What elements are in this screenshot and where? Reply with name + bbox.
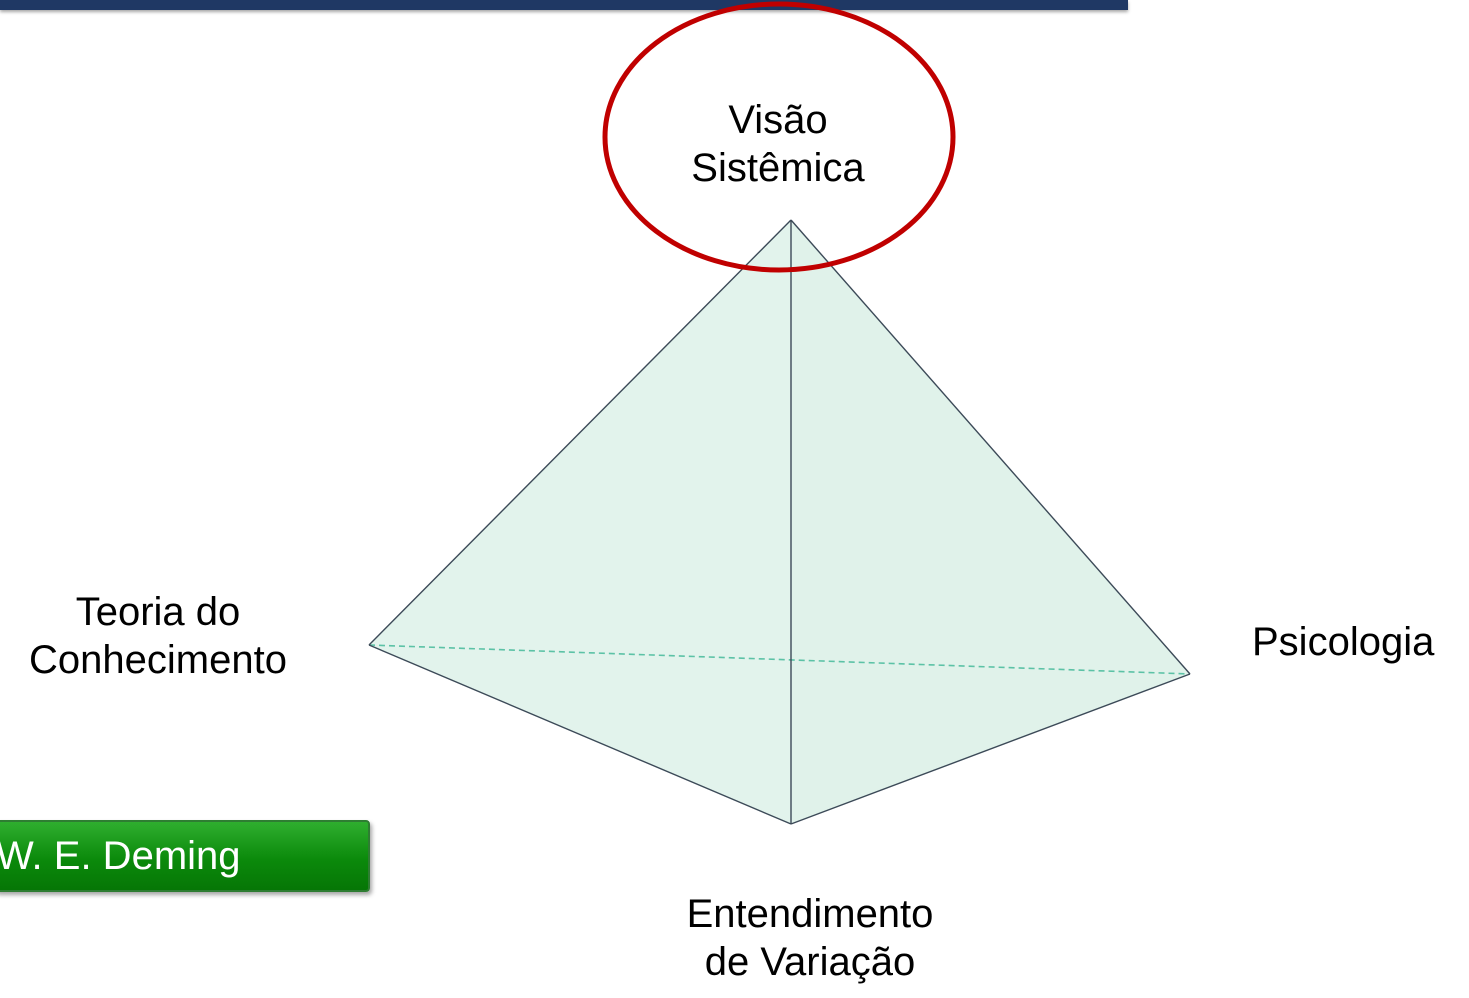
vertex-label-left-line2: Conhecimento: [29, 638, 287, 682]
author-badge: W. E. Deming: [0, 820, 370, 892]
pyramid-hidden-edge: [368, 644, 1191, 675]
vertex-label-left-line1: Teoria do: [75, 590, 241, 634]
vertex-label-top: Visão Sistêmica: [650, 96, 906, 192]
pyramid-edge-bottom-right: [790, 673, 1191, 825]
apex-highlight-circle: [602, 1, 956, 273]
vertex-label-bottom: Entendimento de Variação: [640, 890, 980, 986]
vertex-label-top-line1: Visão: [728, 98, 828, 142]
pyramid-edge-bottom-left: [368, 644, 792, 825]
vertex-label-top-line2: Sistêmica: [691, 146, 865, 190]
pyramid-right-face: [791, 220, 1190, 824]
vertex-label-bottom-line2: de Variação: [704, 940, 916, 984]
vertex-label-left: Teoria do Conhecimento: [0, 588, 316, 684]
vertex-label-right: Psicologia: [1252, 618, 1469, 666]
pyramid-edge-top-right: [790, 219, 1191, 675]
pyramid-edge-top-left: [368, 219, 792, 646]
header-bar: [0, 0, 1128, 10]
pyramid-left-face: [369, 220, 791, 824]
vertex-label-bottom-line1: Entendimento: [686, 892, 934, 936]
vertex-label-right-line1: Psicologia: [1252, 620, 1435, 664]
